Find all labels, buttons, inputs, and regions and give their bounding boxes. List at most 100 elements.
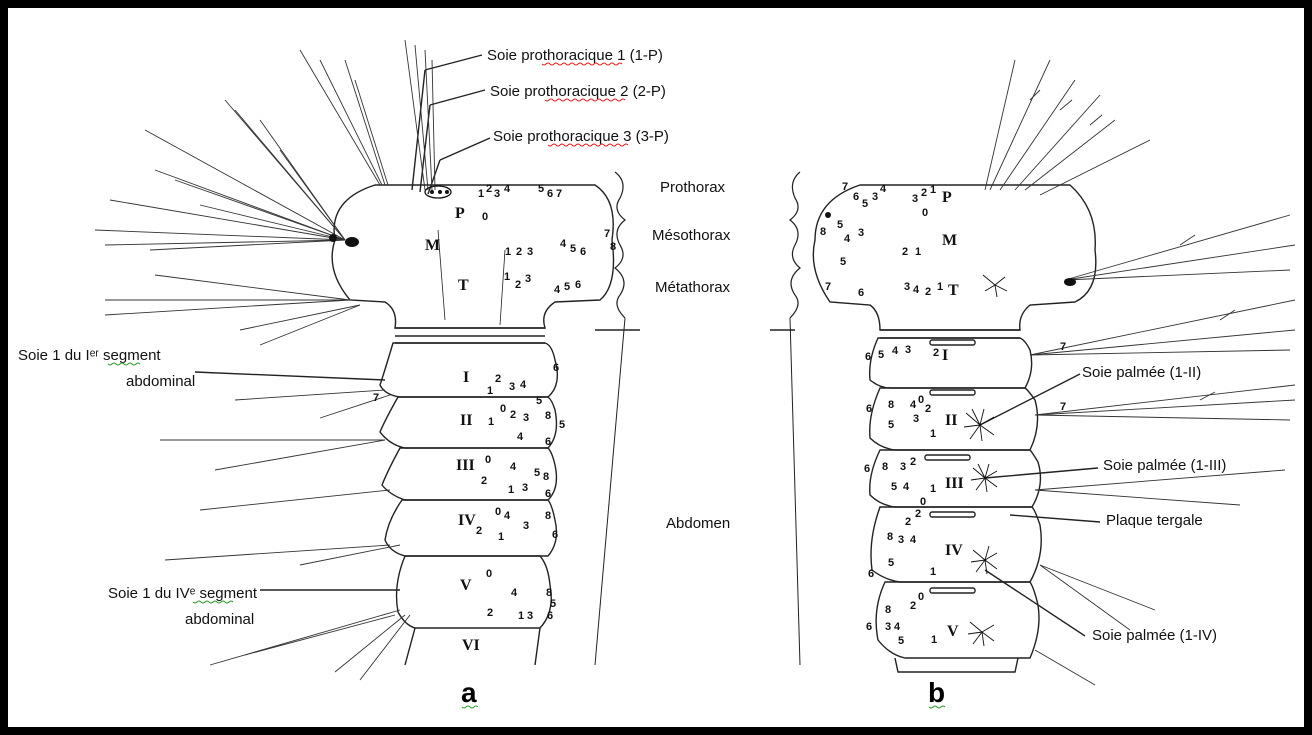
svg-text:3: 3 — [494, 188, 500, 200]
svg-text:5: 5 — [534, 467, 540, 479]
label-prothoracic-2: Soie prothoracique 2 (2-P) — [490, 83, 666, 100]
svg-text:1: 1 — [930, 566, 936, 578]
label-metathorax: Métathorax — [655, 279, 731, 296]
svg-text:4: 4 — [504, 510, 511, 522]
thorax-outline-a — [332, 185, 613, 328]
svg-text:2: 2 — [925, 403, 931, 415]
seta-numbers-b: 7653 4321 0854 3215 7634 21 6543 27 6840… — [820, 181, 1066, 647]
svg-text:2: 2 — [915, 508, 921, 520]
label-prothoracic-3: Soie prothoracique 3 (3-P) — [493, 128, 669, 145]
svg-text:1: 1 — [487, 385, 493, 397]
svg-text:7: 7 — [556, 188, 562, 200]
svg-text:5: 5 — [570, 243, 576, 255]
svg-text:3: 3 — [858, 227, 864, 239]
svg-text:3: 3 — [525, 273, 531, 285]
svg-text:3: 3 — [523, 520, 529, 532]
svg-text:4: 4 — [504, 183, 511, 195]
svg-text:0: 0 — [918, 394, 924, 406]
svg-text:4: 4 — [511, 587, 518, 599]
svg-text:1: 1 — [498, 531, 504, 543]
svg-text:3: 3 — [885, 621, 891, 633]
svg-text:3: 3 — [904, 281, 910, 293]
seg-b-II: II — [945, 412, 957, 429]
svg-text:7: 7 — [842, 181, 848, 193]
svg-text:0: 0 — [485, 454, 491, 466]
label-palmate-II: Soie palmée (1-II) — [1082, 364, 1201, 381]
svg-text:4: 4 — [844, 233, 851, 245]
svg-text:2: 2 — [486, 183, 492, 195]
svg-text:4: 4 — [880, 183, 887, 195]
svg-text:1: 1 — [930, 483, 936, 495]
seg-a-VI: VI — [462, 637, 480, 654]
svg-text:0: 0 — [486, 568, 492, 580]
svg-text:6: 6 — [580, 246, 586, 258]
svg-text:8: 8 — [887, 531, 893, 543]
svg-text:3: 3 — [509, 381, 515, 393]
svg-text:1: 1 — [478, 188, 484, 200]
svg-text:4: 4 — [554, 284, 561, 296]
seg-b-P: P — [942, 189, 952, 206]
svg-text:7: 7 — [1060, 341, 1066, 353]
svg-text:2: 2 — [481, 475, 487, 487]
svg-text:4: 4 — [910, 534, 917, 546]
svg-text:2: 2 — [510, 409, 516, 421]
label-palmate-IV: Soie palmée (1-IV) — [1092, 627, 1217, 644]
svg-text:0: 0 — [482, 211, 488, 223]
svg-text:4: 4 — [560, 238, 567, 250]
svg-text:1: 1 — [508, 484, 514, 496]
svg-text:8: 8 — [885, 604, 891, 616]
segment-labels-a: P M T I II III IV V VI — [425, 205, 480, 654]
seg-b-IV: IV — [945, 542, 963, 559]
svg-text:3: 3 — [898, 534, 904, 546]
svg-text:5: 5 — [888, 557, 894, 569]
svg-text:3: 3 — [900, 461, 906, 473]
svg-text:0: 0 — [495, 506, 501, 518]
svg-text:6: 6 — [575, 279, 581, 291]
seg-b-V: V — [947, 623, 959, 640]
svg-text:2: 2 — [516, 246, 522, 258]
svg-text:2: 2 — [933, 347, 939, 359]
label-mesothorax: Mésothorax — [652, 227, 731, 244]
svg-text:2: 2 — [515, 279, 521, 291]
label-prothoracic-1: Soie prothoracique 1 (1-P) — [487, 47, 663, 64]
svg-text:0: 0 — [918, 591, 924, 603]
seg-b-III: III — [945, 475, 964, 492]
svg-text:8: 8 — [882, 461, 888, 473]
svg-text:6: 6 — [547, 610, 553, 622]
svg-text:6: 6 — [866, 403, 872, 415]
label-abdomen: Abdomen — [666, 515, 730, 532]
svg-text:4: 4 — [517, 431, 524, 443]
svg-text:3: 3 — [872, 191, 878, 203]
svg-text:0: 0 — [920, 496, 926, 508]
label-seta-1-seg-I-line2: abdominal — [126, 373, 195, 390]
panel-label-b: b — [928, 677, 945, 708]
svg-text:2: 2 — [910, 600, 916, 612]
svg-text:5: 5 — [888, 419, 894, 431]
svg-text:8: 8 — [820, 226, 826, 238]
svg-text:5: 5 — [559, 419, 565, 431]
svg-text:1: 1 — [937, 281, 943, 293]
svg-text:6: 6 — [545, 488, 551, 500]
svg-text:2: 2 — [921, 187, 927, 199]
svg-text:8: 8 — [888, 399, 894, 411]
svg-text:4: 4 — [520, 379, 527, 391]
svg-text:8: 8 — [610, 241, 616, 253]
svg-text:1: 1 — [931, 634, 937, 646]
svg-text:8: 8 — [545, 410, 551, 422]
svg-text:2: 2 — [476, 525, 482, 537]
label-palmate-III: Soie palmée (1-III) — [1103, 457, 1226, 474]
label-seta-1-seg-IV-line2: abdominal — [185, 611, 254, 628]
svg-text:3: 3 — [905, 344, 911, 356]
svg-text:7: 7 — [1060, 401, 1066, 413]
seg-b-I: I — [942, 347, 948, 364]
label-prothorax: Prothorax — [660, 179, 726, 196]
svg-text:8: 8 — [543, 471, 549, 483]
seg-a-I: I — [463, 369, 469, 386]
svg-text:6: 6 — [545, 436, 551, 448]
svg-text:5: 5 — [840, 256, 846, 268]
svg-text:0: 0 — [922, 207, 928, 219]
svg-text:3: 3 — [523, 412, 529, 424]
svg-text:5: 5 — [837, 219, 843, 231]
svg-text:7: 7 — [825, 281, 831, 293]
svg-text:6: 6 — [547, 188, 553, 200]
